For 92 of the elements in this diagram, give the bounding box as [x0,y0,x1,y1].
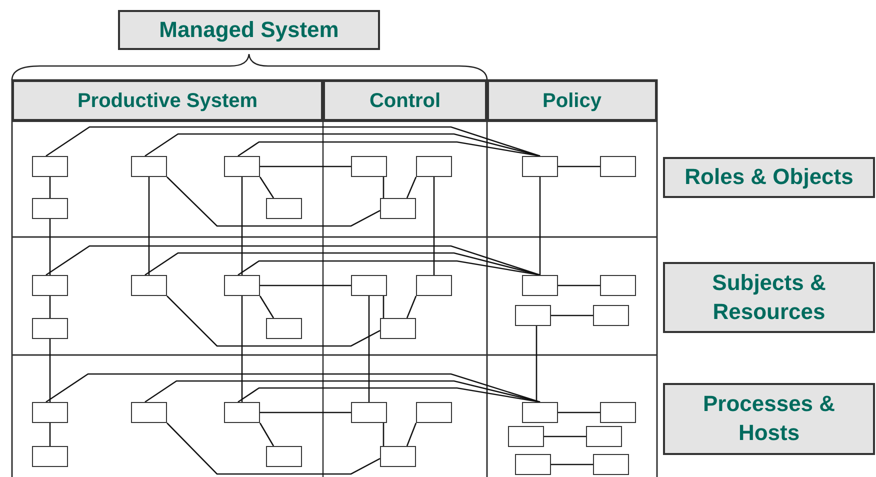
component-box [32,198,68,219]
component-box [522,156,558,177]
connector-line [148,177,150,275]
component-box [600,156,636,177]
connector-line [260,412,351,414]
layer-label-box [663,157,875,198]
connector-line [368,296,370,402]
component-box [380,198,416,219]
connector-line [144,252,540,276]
component-box [32,275,68,296]
component-box [266,318,302,339]
component-box [515,454,551,475]
layer-label-box [663,383,875,455]
connector-line [49,296,51,318]
connector-line [259,296,274,318]
component-box [593,454,629,475]
connector-line [382,296,384,318]
connector-line [241,177,243,275]
connector-line [46,245,540,276]
connector-line [46,126,540,157]
component-box [266,198,302,219]
connector-line [558,412,600,414]
component-box [416,402,452,423]
group-title: Managed System [159,16,339,44]
component-box [600,275,636,296]
connector-line [382,423,384,446]
component-box [32,402,68,423]
connector-line [46,373,540,403]
column-title: Control [369,88,441,114]
column-header [12,80,323,121]
component-box [224,402,260,423]
component-box [380,318,416,339]
connector-line [144,380,540,403]
layer-title: Roles & Objects [684,163,854,192]
component-box [416,275,452,296]
component-box [131,156,167,177]
layer-title: Processes & Hosts [702,390,836,447]
connector-line [406,296,417,318]
column-header [323,80,487,121]
connector-line [558,166,600,168]
connector-line [144,133,540,157]
connector-line [49,219,51,275]
connector-line [238,387,540,403]
connector-line [544,436,586,438]
connector-line [539,177,541,275]
component-box [600,402,636,423]
connector-line [166,422,380,475]
column-title: Productive System [77,88,258,114]
component-box [224,156,260,177]
component-box [416,156,452,177]
connector-line [49,423,51,446]
component-box [522,402,558,423]
component-box [131,275,167,296]
connector-line [166,176,380,227]
component-box [508,426,544,447]
component-box [32,318,68,339]
connector-line [241,296,243,402]
component-box [224,275,260,296]
connector-line [259,422,274,446]
connector-line [536,326,538,402]
component-box [131,402,167,423]
connector-line [49,339,51,402]
column-title: Policy [542,88,602,114]
connector-line [166,296,380,347]
connector-line [260,166,351,168]
connector-line [238,141,540,157]
connector-line [259,176,274,198]
component-box [522,275,558,296]
component-box [266,446,302,467]
connector-line [382,177,384,198]
connector-line [238,260,540,276]
component-box [351,402,387,423]
connector-line [433,177,435,275]
component-box [380,446,416,467]
column-header [487,80,657,121]
connector-line [551,314,593,316]
connector-line [49,177,51,198]
connector-line [260,284,351,286]
component-box [515,305,551,326]
component-box [351,156,387,177]
component-box [32,156,68,177]
connector-line [558,284,600,286]
connector-line [406,176,417,198]
group-label-box [118,10,380,50]
component-box [351,275,387,296]
component-box [593,305,629,326]
layer-label-box [663,262,875,333]
layer-title: Subjects & Resources [711,268,827,326]
connector-line [551,464,593,466]
connector-line [406,422,417,446]
component-box [32,446,68,467]
component-box [586,426,622,447]
